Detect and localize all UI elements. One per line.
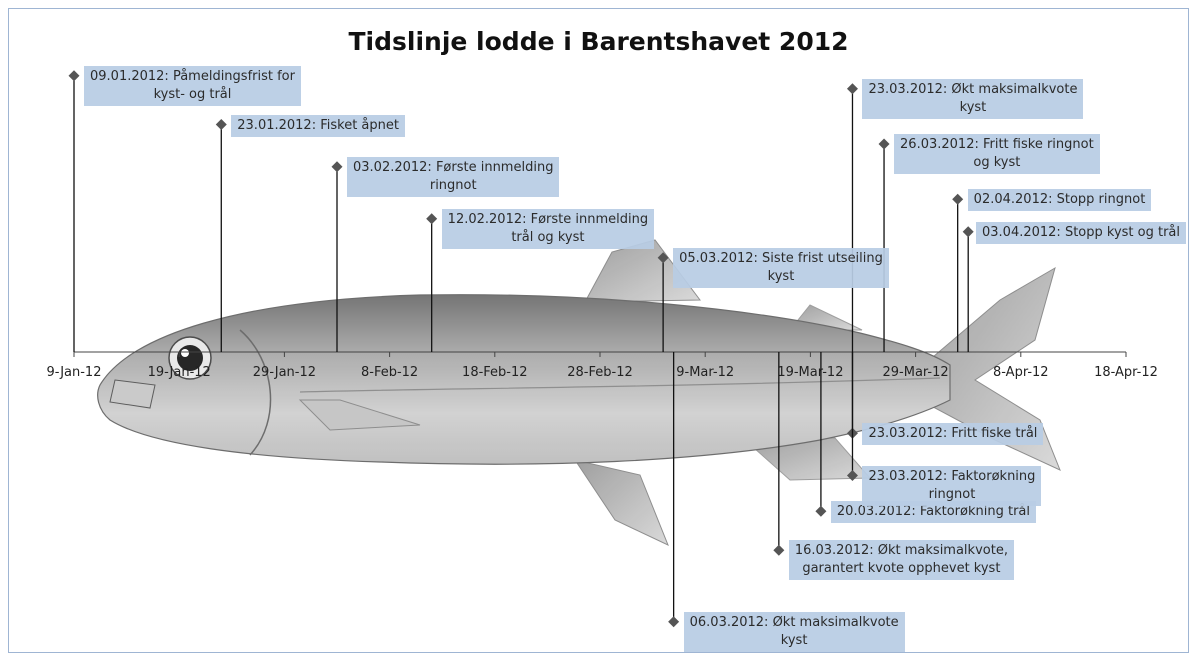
event-label: 23.01.2012: Fisket åpnet <box>231 115 405 137</box>
x-tick-label: 9-Jan-12 <box>47 365 102 380</box>
event-marker <box>815 506 826 517</box>
event-label-line: 23.01.2012: Fisket åpnet <box>237 117 399 135</box>
event-label-line: 23.03.2012: Økt maksimalkvote <box>868 81 1077 99</box>
event-label-line: garantert kvote opphevet kyst <box>795 560 1008 578</box>
event-label-line: ringnot <box>353 177 553 195</box>
event-label-line: 16.03.2012: Økt maksimalkvote, <box>795 542 1008 560</box>
x-tick-label: 8-Feb-12 <box>361 365 418 380</box>
event-label: 16.03.2012: Økt maksimalkvote,garantert … <box>789 540 1014 580</box>
event-label-line: 23.03.2012: Faktorøkning <box>868 468 1035 486</box>
x-tick-label: 18-Apr-12 <box>1094 365 1158 380</box>
event-marker <box>668 616 679 627</box>
event-label-line: og kyst <box>900 154 1094 172</box>
x-tick-label: 28-Feb-12 <box>567 365 632 380</box>
event-label-line: kyst <box>868 99 1077 117</box>
x-tick-label: 19-Jan-12 <box>148 365 211 380</box>
event-label-line: 23.03.2012: Fritt fiske trål <box>868 425 1037 443</box>
event-label-line: 20.03.2012: Faktorøkning trål <box>837 503 1030 521</box>
event-label-line: 02.04.2012: Stopp ringnot <box>974 191 1146 209</box>
x-tick-label: 19-Mar-12 <box>777 365 843 380</box>
event-label-line: 06.03.2012: Økt maksimalkvote <box>690 614 899 632</box>
event-label-line: 09.01.2012: Påmeldingsfrist for <box>90 68 295 86</box>
event-label: 02.04.2012: Stopp ringnot <box>968 189 1152 211</box>
x-tick-label: 9-Mar-12 <box>676 365 734 380</box>
event-label-line: ringnot <box>868 486 1035 504</box>
event-label-line: 03.04.2012: Stopp kyst og trål <box>982 224 1180 242</box>
event-marker <box>216 119 227 130</box>
event-marker <box>69 70 80 81</box>
event-label-line: 03.02.2012: Første innmelding <box>353 159 553 177</box>
x-tick-label: 29-Jan-12 <box>253 365 316 380</box>
event-label-line: 05.03.2012: Siste frist utseiling <box>679 250 883 268</box>
event-label-line: kyst <box>690 632 899 650</box>
event-label: 03.04.2012: Stopp kyst og trål <box>976 222 1186 244</box>
event-label-line: kyst- og trål <box>90 86 295 104</box>
event-marker <box>952 194 963 205</box>
x-tick-label: 18-Feb-12 <box>462 365 527 380</box>
x-tick-label: 29-Mar-12 <box>883 365 949 380</box>
event-marker <box>332 161 343 172</box>
event-label: 23.03.2012: Fritt fiske trål <box>862 423 1043 445</box>
event-label-line: 12.02.2012: Første innmelding <box>448 211 648 229</box>
event-label-line: 26.03.2012: Fritt fiske ringnot <box>900 136 1094 154</box>
event-label-line: trål og kyst <box>448 229 648 247</box>
event-marker <box>963 226 974 237</box>
event-label-line: kyst <box>679 268 883 286</box>
x-tick-label: 8-Apr-12 <box>993 365 1049 380</box>
event-marker <box>773 545 784 556</box>
event-marker <box>426 213 437 224</box>
event-marker <box>847 83 858 94</box>
event-marker <box>879 139 890 150</box>
